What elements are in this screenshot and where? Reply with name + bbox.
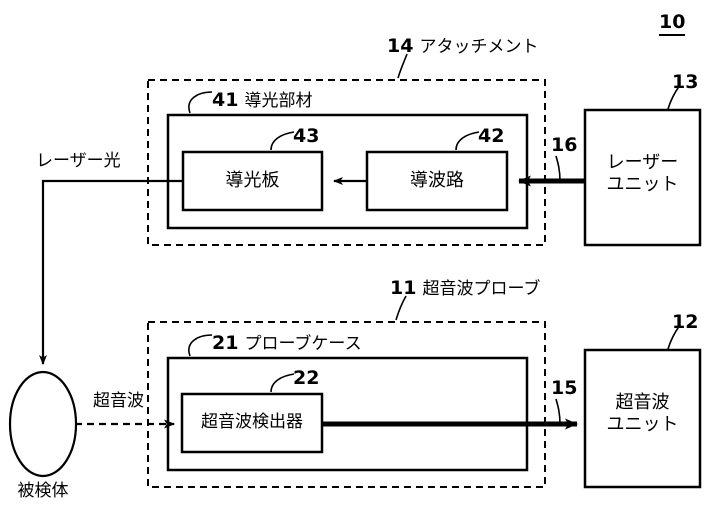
attachment-name: アタッチメント — [419, 37, 539, 57]
waveguide-text: 導波路 — [410, 170, 464, 191]
leader-line-15 — [555, 398, 561, 425]
laser-light-label: レーザー光 — [36, 151, 121, 171]
ultrasound-wave-label: 超音波 — [93, 391, 144, 411]
leader-line-21 — [188, 334, 213, 357]
light-guide-plate-ref: 43 — [293, 125, 320, 147]
ultrasound-unit-text-line1: 超音波 — [615, 392, 670, 413]
subject-label: 被検体 — [17, 481, 69, 501]
light-guide-member-name: 導光部材 — [244, 91, 313, 111]
ultrasound-unit-ref: 12 — [672, 311, 699, 333]
figure-number: 10 — [659, 11, 686, 37]
laser-unit-ref: 13 — [672, 71, 699, 93]
leader-line-14 — [397, 53, 408, 79]
ultrasound-unit-box — [583, 348, 702, 489]
probe-case-box — [166, 356, 529, 472]
laser-unit-box — [583, 108, 702, 247]
leader-line-13 — [667, 84, 681, 110]
ultrasound-detector-ref: 22 — [293, 367, 320, 389]
leader-line-11 — [395, 295, 407, 321]
waveguide-ref: 42 — [478, 125, 505, 147]
ultrasound-probe-name: 超音波プローブ — [422, 279, 541, 299]
laser-unit-text-line1: レーザー — [606, 152, 679, 173]
leader-line-12 — [667, 324, 681, 350]
ultrasound-unit-text: 超音波 ユニット — [585, 392, 700, 435]
leader-line-43 — [270, 131, 295, 151]
attachment-boundary — [147, 79, 546, 246]
signal-cable-ref: 15 — [551, 377, 578, 399]
attachment-ref: 14 — [387, 35, 414, 57]
subject-ellipse — [8, 370, 78, 478]
laser-unit-text-line2: ユニット — [606, 173, 679, 195]
ultrasound-probe-ref: 11 — [390, 277, 417, 299]
leader-line-42 — [455, 131, 480, 151]
laser-light-path — [39, 179, 183, 365]
light-guide-plate-text: 導光板 — [225, 170, 280, 191]
probe-case-ref: 21 — [212, 332, 239, 354]
ultrasound-probe-boundary — [147, 321, 546, 488]
light-guide-member-box — [166, 113, 529, 230]
ultrasound-unit-text-line2: ユニット — [606, 413, 679, 435]
leader-line-41 — [188, 91, 213, 114]
ultrasound-detector-text: 超音波検出器 — [201, 412, 303, 432]
laser-unit-text: レーザー ユニット — [585, 152, 700, 195]
leader-line-16 — [555, 155, 561, 182]
leader-line-22 — [270, 373, 295, 393]
light-guide-member-ref: 41 — [212, 89, 239, 111]
laser-cable-ref: 16 — [551, 134, 578, 156]
probe-case-name: プローブケース — [244, 334, 362, 354]
